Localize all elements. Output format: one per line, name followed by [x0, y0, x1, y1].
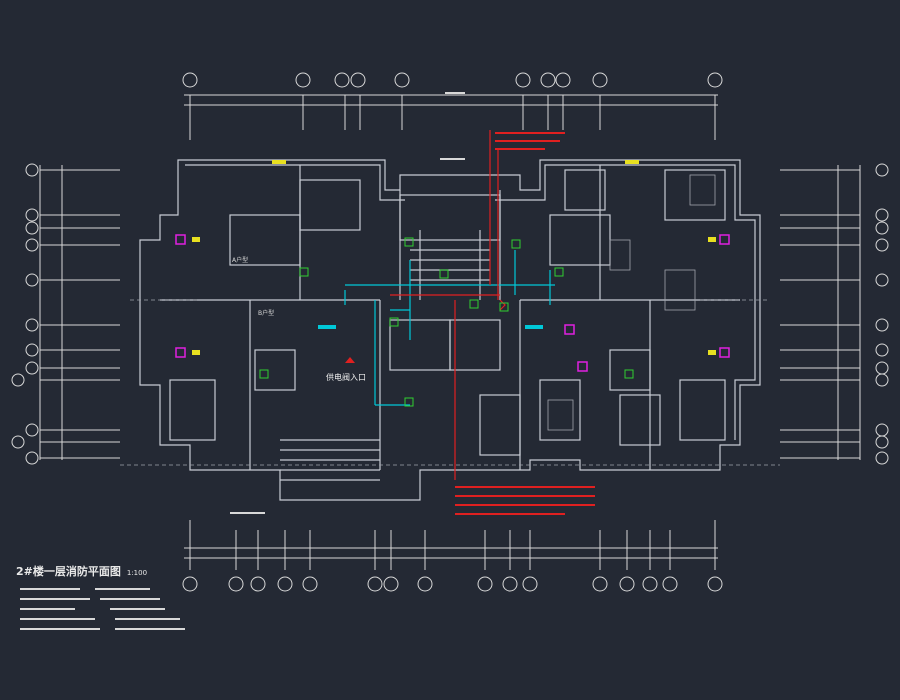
cyan-marker-right: [525, 325, 543, 329]
top-dimension-lines: [184, 94, 718, 140]
cyan-fire-lines: [344, 250, 555, 406]
left-side-dimensions: [39, 165, 120, 460]
entrance-label: 供电阀入口: [326, 372, 366, 382]
room-label-a: A户型: [232, 256, 248, 264]
dashed-lines: [120, 299, 780, 466]
red-labels: [455, 132, 595, 515]
bottom-dimension-lines: [184, 520, 718, 570]
bottom-axis-bubbles: [182, 576, 723, 592]
magenta-symbols: [175, 234, 730, 372]
drawing-scale: 1:100: [126, 569, 148, 577]
red-triangle-marker: [345, 357, 355, 363]
red-lines: [390, 130, 506, 480]
green-symbols: [259, 237, 634, 407]
drawing-title-text: 2#楼一层消防平面图: [16, 565, 121, 578]
furniture: [547, 174, 716, 431]
right-side-dimensions: [780, 165, 861, 460]
left-axis-bubbles: [11, 163, 39, 465]
drawing-title: 2#楼一层消防平面图 1:100: [16, 563, 147, 579]
scribble-text-blocks: [20, 92, 465, 630]
top-axis-bubbles: [182, 72, 723, 88]
cyan-marker-left: [318, 325, 336, 329]
yellow-symbols: [192, 160, 716, 355]
right-axis-bubbles: [875, 163, 889, 465]
building-walls: [139, 159, 761, 501]
room-label-b: B户型: [258, 309, 274, 317]
